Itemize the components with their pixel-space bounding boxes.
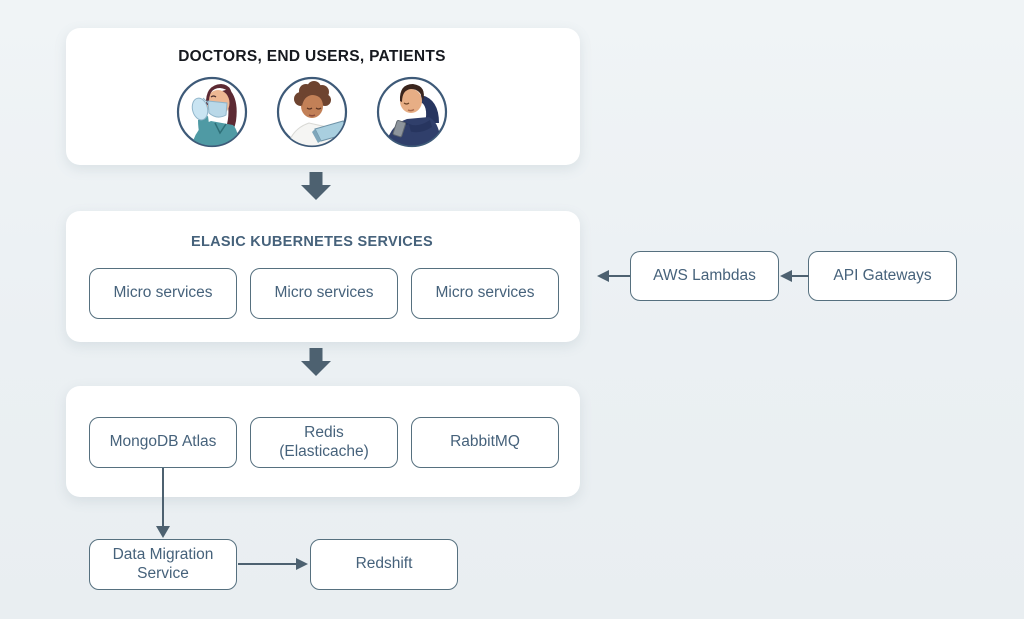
gateway-to-lambda-arrowhead (780, 270, 792, 282)
redis-elasticache-box: Redis (Elasticache) (250, 417, 398, 468)
rabbitmq-box: RabbitMQ (411, 417, 559, 468)
micro-service-box: Micro services (89, 268, 237, 319)
micro-service-box: Micro services (411, 268, 559, 319)
data-services-row: MongoDB Atlas Redis (Elasticache) Rabbit… (89, 417, 559, 468)
users-card: DOCTORS, END USERS, PATIENTS (66, 28, 580, 165)
micro-services-row: Micro services Micro services Micro serv… (89, 268, 559, 319)
dms-to-redshift-arrow (238, 563, 297, 565)
eks-card: ELASIC KUBERNETES SERVICES Micro service… (66, 211, 580, 342)
redshift-box: Redshift (310, 539, 458, 590)
gateway-to-lambda-arrow (791, 275, 809, 277)
lambda-to-eks-arrowhead (597, 270, 609, 282)
lambda-to-eks-arrow (609, 275, 630, 277)
data-migration-service-box: Data Migration Service (89, 539, 237, 590)
doctor-avatar-icon (176, 76, 248, 148)
end-user-avatar-icon (276, 76, 348, 148)
avatar-row (66, 75, 558, 149)
mongo-to-dms-arrowhead (156, 526, 170, 538)
aws-lambdas-box: AWS Lambdas (630, 251, 779, 301)
users-card-title: DOCTORS, END USERS, PATIENTS (178, 48, 446, 65)
dms-to-redshift-arrowhead (296, 558, 308, 570)
eks-card-title: ELASIC KUBERNETES SERVICES (191, 234, 433, 250)
data-layer-card: MongoDB Atlas Redis (Elasticache) Rabbit… (66, 386, 580, 497)
eks-to-data-block-arrow (301, 348, 331, 376)
micro-service-box: Micro services (250, 268, 398, 319)
mongodb-atlas-box: MongoDB Atlas (89, 417, 237, 468)
api-gateways-box: API Gateways (808, 251, 957, 301)
users-to-eks-block-arrow (301, 172, 331, 200)
patient-avatar-icon (376, 76, 448, 148)
mongo-to-dms-arrow (162, 468, 164, 526)
